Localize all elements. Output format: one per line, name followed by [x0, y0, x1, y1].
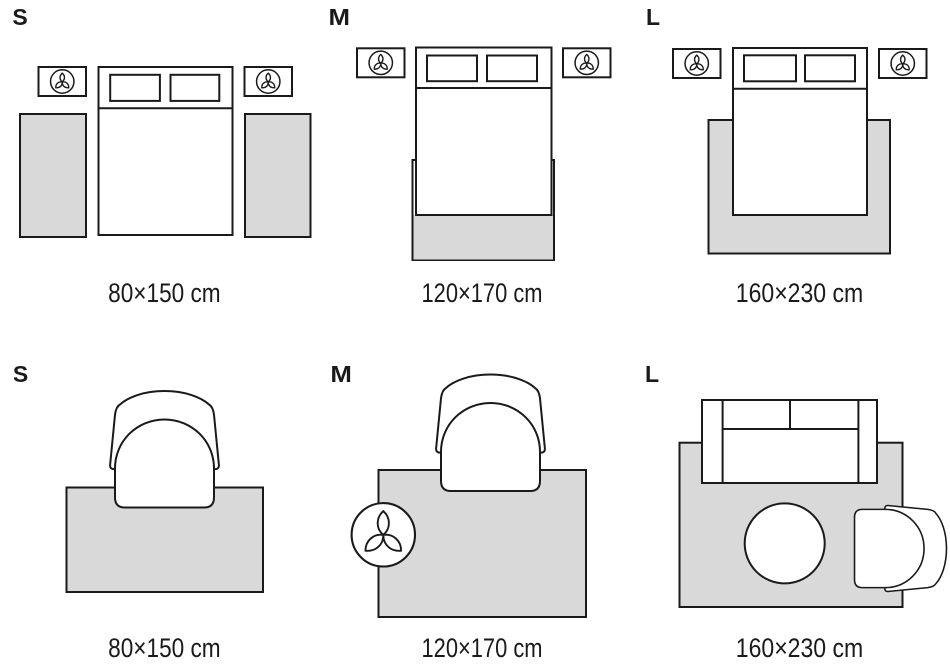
svg-text:120×170 cm: 120×170 cm	[422, 278, 543, 308]
svg-text:120×170 cm: 120×170 cm	[422, 633, 543, 663]
svg-text:160×230 cm: 160×230 cm	[736, 633, 864, 663]
svg-text:S: S	[12, 4, 27, 30]
svg-text:M: M	[330, 361, 352, 387]
svg-text:80×150 cm: 80×150 cm	[108, 633, 221, 663]
svg-text:160×230 cm: 160×230 cm	[736, 278, 864, 308]
svg-text:L: L	[645, 361, 659, 387]
svg-text:M: M	[329, 4, 351, 30]
svg-text:80×150 cm: 80×150 cm	[108, 278, 221, 308]
svg-text:L: L	[646, 4, 660, 30]
svg-text:S: S	[13, 361, 28, 387]
